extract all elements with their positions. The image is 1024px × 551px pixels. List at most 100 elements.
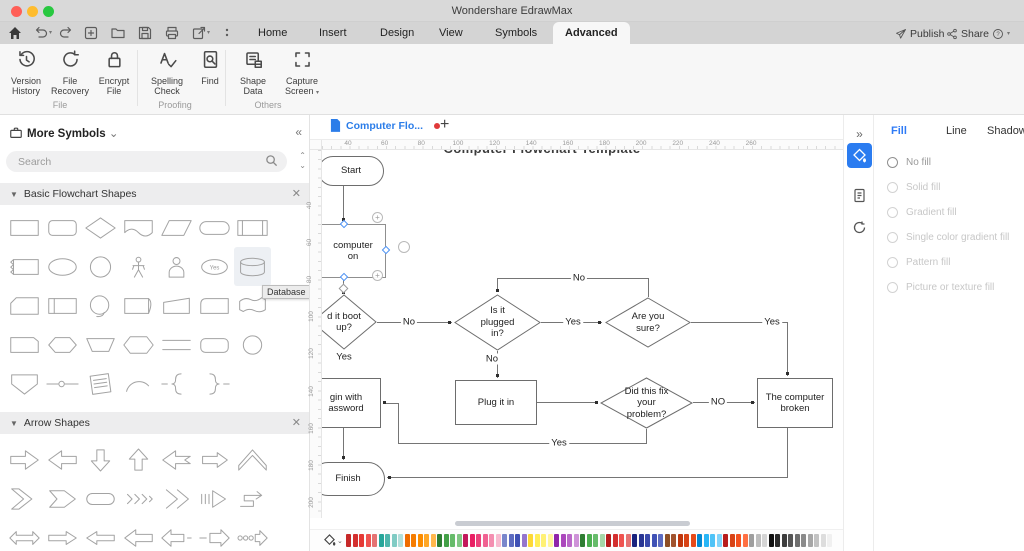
radio-icon[interactable] — [887, 232, 898, 243]
color-swatch[interactable] — [606, 534, 611, 547]
radio-icon[interactable] — [887, 282, 898, 293]
print-icon[interactable] — [164, 25, 180, 41]
shape-circle[interactable] — [82, 247, 119, 286]
color-swatch[interactable] — [593, 534, 598, 547]
color-swatch[interactable] — [430, 534, 436, 547]
radio-icon[interactable] — [887, 207, 898, 218]
color-swatch[interactable] — [404, 534, 410, 547]
chevron-down-icon[interactable]: ▾ — [207, 30, 211, 36]
color-swatch[interactable] — [580, 534, 585, 547]
panel-tab-line[interactable]: Line — [946, 125, 967, 137]
radio-icon[interactable] — [887, 157, 898, 168]
new-document-tab-button[interactable]: + — [440, 116, 450, 133]
color-swatch[interactable] — [775, 534, 780, 547]
shape-pill[interactable] — [82, 479, 119, 518]
history-button[interactable] — [847, 215, 872, 240]
fill-option-gradient-fill[interactable]: Gradient fill — [887, 207, 957, 218]
shape-arrow-double-horizontal[interactable] — [6, 518, 43, 551]
color-swatch[interactable] — [424, 534, 429, 547]
shape-person[interactable] — [158, 247, 195, 286]
shape-off-page-connector[interactable] — [6, 364, 43, 403]
open-folder-icon[interactable] — [110, 25, 126, 41]
shape-lined-document[interactable] — [82, 364, 119, 403]
page-settings-button[interactable] — [847, 183, 872, 208]
color-swatch[interactable] — [560, 534, 566, 547]
shape-arrow-right-long[interactable] — [44, 518, 81, 551]
radio-icon[interactable] — [887, 182, 898, 193]
color-swatch[interactable] — [827, 534, 832, 547]
shape-decision[interactable] — [82, 208, 119, 247]
expand-panel-icon[interactable]: » — [856, 126, 863, 141]
drawing-canvas[interactable]: Computer Flowchart Template — [322, 150, 843, 518]
fill-color-icon[interactable] — [323, 534, 336, 547]
color-swatch[interactable] — [554, 534, 559, 547]
ribbon-button-find[interactable]: Find — [186, 50, 234, 86]
color-swatch[interactable] — [729, 534, 735, 547]
tab-design[interactable]: Design — [380, 27, 415, 39]
color-swatch[interactable] — [586, 534, 592, 547]
fill-option-solid-fill[interactable]: Solid fill — [887, 182, 940, 193]
color-swatch[interactable] — [677, 534, 683, 547]
color-swatch[interactable] — [781, 534, 787, 547]
color-swatch[interactable] — [671, 534, 676, 547]
panel-tab-shadow[interactable]: Shadow — [987, 125, 1024, 137]
connection-point-plus-icon[interactable]: + — [372, 270, 383, 281]
color-swatch[interactable] — [736, 534, 741, 547]
shape-connector[interactable] — [234, 325, 271, 364]
shape-database[interactable] — [234, 247, 271, 286]
color-swatch[interactable] — [482, 534, 488, 547]
shape-arc[interactable] — [120, 364, 157, 403]
flow-node-start[interactable]: Start — [322, 156, 384, 186]
color-swatch[interactable] — [794, 534, 800, 547]
fill-option-picture-or-texture-fill[interactable]: Picture or texture fill — [887, 282, 994, 293]
shape-trapezoid[interactable] — [82, 325, 119, 364]
color-swatch[interactable] — [632, 534, 637, 547]
shape-wave-flag[interactable] — [234, 286, 271, 325]
shape-display[interactable] — [120, 286, 157, 325]
color-swatch[interactable] — [762, 534, 767, 547]
shape-arrow-down[interactable] — [82, 440, 119, 479]
search-icon[interactable] — [265, 154, 278, 167]
color-swatch[interactable] — [599, 534, 605, 547]
color-swatch[interactable] — [417, 534, 423, 547]
shape-striped-arrow[interactable] — [196, 479, 233, 518]
color-swatch[interactable] — [365, 534, 371, 547]
minimize-window-button[interactable] — [27, 6, 38, 17]
document-tab[interactable]: Computer Flo... — [330, 119, 440, 132]
tab-advanced[interactable]: Advanced — [553, 22, 630, 44]
color-swatch[interactable] — [755, 534, 761, 547]
color-swatch[interactable] — [684, 534, 689, 547]
color-swatch[interactable] — [703, 534, 709, 547]
shape-right-brace[interactable] — [196, 364, 233, 403]
color-swatch[interactable] — [359, 534, 364, 547]
color-swatch[interactable] — [619, 534, 624, 547]
shape-chevron-right[interactable] — [6, 479, 43, 518]
radio-icon[interactable] — [887, 257, 898, 268]
shape-alternate-process[interactable] — [196, 286, 233, 325]
color-swatch[interactable] — [515, 534, 520, 547]
shape-parallel-mode[interactable] — [158, 325, 195, 364]
connection-point-icon[interactable] — [398, 241, 410, 253]
section-caret-icon[interactable]: ▼ — [10, 190, 18, 199]
shape-yes-oval[interactable]: Yes — [196, 247, 233, 286]
shape-arrow-left-long[interactable] — [82, 518, 119, 551]
color-swatch[interactable] — [443, 534, 449, 547]
shape-rectangle[interactable] — [6, 208, 43, 247]
shape-arrow-left-wide[interactable] — [120, 518, 157, 551]
color-swatch[interactable] — [534, 534, 540, 547]
shape-double-chevron[interactable] — [158, 479, 195, 518]
color-swatch[interactable] — [807, 534, 813, 547]
flow-node-finish[interactable]: Finish — [322, 462, 385, 496]
home-icon[interactable] — [7, 25, 23, 41]
color-swatch[interactable] — [573, 534, 579, 547]
help-button[interactable]: ?▾ — [992, 26, 1010, 41]
horizontal-scrollbar[interactable] — [322, 520, 843, 527]
color-swatch[interactable] — [788, 534, 793, 547]
search-input[interactable] — [18, 151, 248, 172]
